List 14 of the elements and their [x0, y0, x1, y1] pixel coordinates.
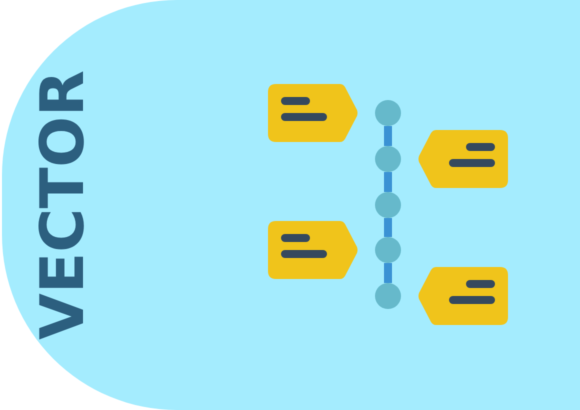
- timeline-line: [384, 172, 392, 192]
- timeline-dot: [375, 237, 401, 263]
- label-tag: [418, 267, 508, 325]
- label-tag: [268, 84, 358, 142]
- timeline-line: [384, 126, 392, 146]
- timeline-line: [384, 218, 392, 237]
- label-tag: [418, 130, 508, 188]
- timeline-dot: [375, 146, 401, 172]
- timeline-line: [384, 263, 392, 283]
- timeline-dot: [375, 283, 401, 309]
- vertical-title: VECTOR: [33, 70, 93, 340]
- timeline-dot: [375, 192, 401, 218]
- timeline-dot: [375, 100, 401, 126]
- label-tag: [268, 221, 358, 279]
